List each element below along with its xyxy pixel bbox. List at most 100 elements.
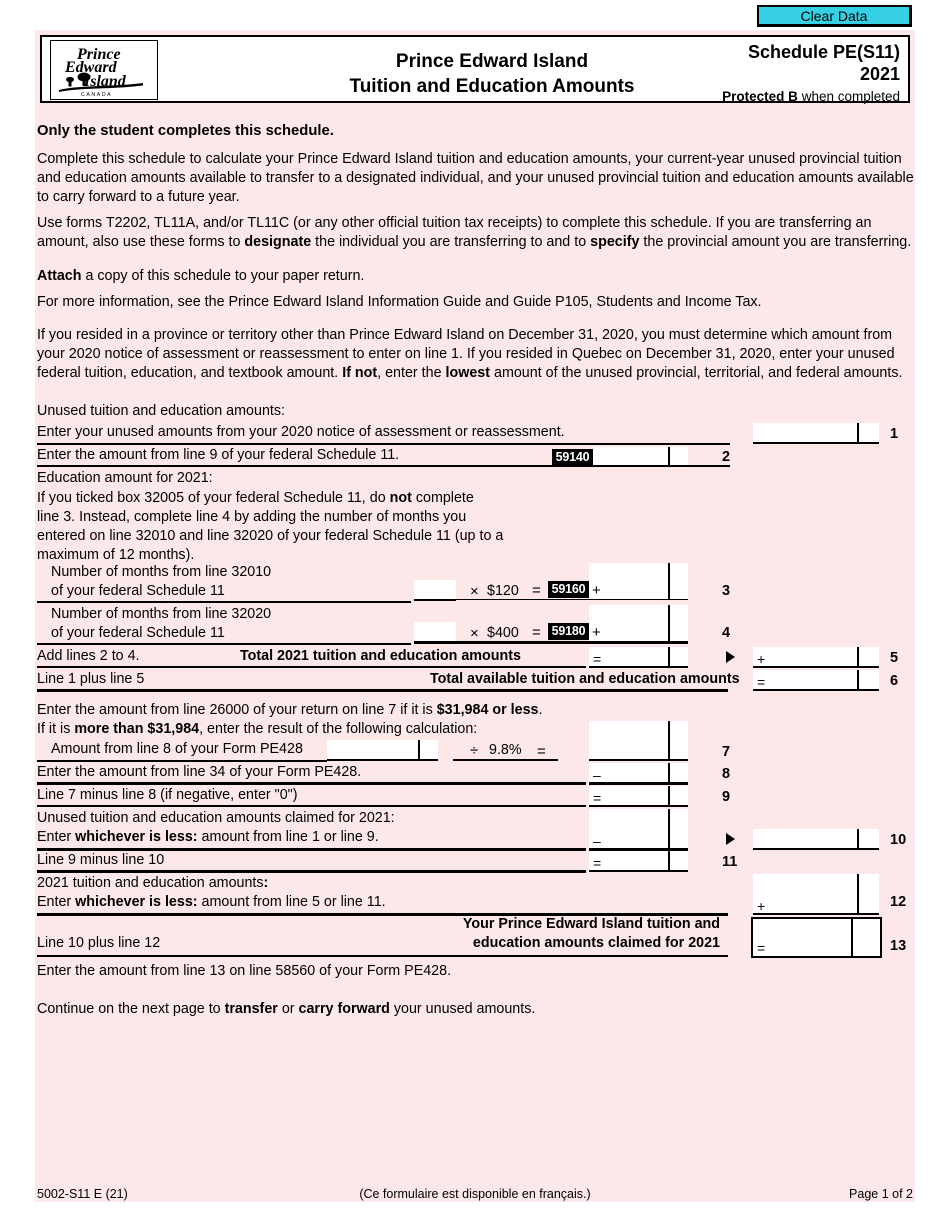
intro-p5-a: If you resided in a province or territor… (37, 327, 895, 381)
clear-data-button[interactable]: Clear Data (757, 5, 912, 27)
line-13-amount-input[interactable] (754, 920, 850, 955)
line-3-multiply-operator: × (470, 583, 479, 600)
line-11-amount-input[interactable] (589, 851, 688, 870)
line-7-divide-operator: ÷ (470, 742, 479, 759)
line-4-amount-input[interactable] (589, 605, 688, 641)
line-10-minus-operator: – (593, 833, 601, 849)
line-5-carry-cents-divider (857, 647, 859, 666)
line-7-threshold-less: $31,984 or less (436, 702, 539, 718)
line-12-plus-operator: + (757, 898, 766, 914)
line-2-amount-input[interactable] (593, 447, 688, 465)
line-4-label-rule (37, 643, 411, 645)
line-5-carry-input[interactable] (753, 647, 879, 666)
line-2-label: Enter the amount from line 9 of your fed… (37, 447, 400, 463)
line-5-carry-rule (753, 666, 879, 668)
line-6-label: Line 1 plus line 5 (37, 671, 145, 687)
line-6-cents-divider (857, 670, 859, 689)
line-13-title-part2: education amounts claimed for 2021 (472, 935, 720, 951)
line-11-field-rule (589, 870, 688, 872)
line-10-label-2c: amount from line 1 or line 9. (197, 829, 379, 845)
line-9-cents-divider (668, 786, 670, 805)
line-3-label-rule (37, 601, 411, 603)
line-2-rule (37, 465, 730, 467)
intro-p2-specify: specify (590, 234, 640, 250)
line-7-note-1: Enter the amount from line 26000 of your… (37, 701, 542, 720)
closing-transfer: transfer (224, 1001, 278, 1017)
line-4-field-code: 59180 (548, 623, 589, 640)
line-5-label: Add lines 2 to 4. (37, 648, 140, 664)
line-7-threshold-more: more than $31,984 (74, 721, 200, 737)
closing-note-1: Enter the amount from line 13 on line 58… (37, 963, 452, 979)
line-4-rule (414, 641, 688, 644)
education-note-line2: line 3. Instead, complete line 4 by addi… (37, 509, 467, 525)
intro-paragraph-3: Attach a copy of this schedule to your p… (37, 267, 917, 286)
carry-forward-arrow-icon (726, 651, 735, 663)
intro-heading: Only the student completes this schedule… (37, 123, 334, 139)
line-6-amount-input[interactable] (753, 670, 879, 689)
line-9-rule (37, 805, 586, 807)
line-5-plus-operator: + (757, 651, 766, 667)
form-id: 5002-S11 E (21) (37, 1187, 128, 1201)
page-title: Prince Edward Island Tuition and Educati… (292, 49, 692, 99)
line-7-equals-operator: = (537, 743, 546, 760)
line-7-calc-rule (453, 759, 558, 761)
line-7-note-1c: . (538, 702, 543, 718)
line-12-amount-input[interactable] (753, 874, 879, 913)
line-3-field-code-overlay: 59160 (548, 581, 589, 598)
line-10-amount-input[interactable] (589, 809, 688, 848)
line-12-label-part1: 2021 tuition and education amounts: (37, 874, 268, 893)
edu-note-1a: If you ticked box 32005 of your federal … (37, 490, 390, 506)
line-10-carry-arrow-icon (726, 833, 735, 845)
line-8-amount-input[interactable] (589, 763, 688, 782)
line-6-number: 6 (890, 673, 899, 689)
line-9-equals-operator: = (593, 790, 602, 806)
line-7-note-2a: If it is (37, 721, 75, 737)
line-4-plus-operator: + (592, 624, 601, 641)
closing-note-2: Continue on the next page to transfer or… (37, 1000, 535, 1019)
line-2-number: 2 (722, 449, 731, 465)
line-5-cents-divider (668, 647, 670, 666)
line-11-rule (37, 870, 586, 873)
line-3-rate: $120 (487, 583, 519, 599)
line-6-equals-operator: = (757, 674, 766, 690)
line-11-number: 11 (722, 854, 738, 870)
line-3-months-input[interactable] (414, 580, 456, 599)
line-12-label-1b: : (263, 875, 269, 891)
french-availability-note: (Ce formulaire est disponible en françai… (359, 1187, 591, 1201)
line-10-number: 10 (890, 832, 907, 848)
line-1-amount-input[interactable] (753, 423, 879, 442)
intro-p2-a: Use forms T2202, TL11A, and/or TL11C (or… (37, 215, 872, 250)
line-7-pe428-input[interactable] (327, 740, 438, 759)
line-2-cents-divider (668, 447, 670, 465)
closing-2c: or (277, 1001, 299, 1017)
line-8-cents-divider (668, 763, 670, 782)
closing-carry-forward: carry forward (298, 1001, 390, 1017)
line-7-amount-input[interactable] (589, 721, 688, 759)
line-4-rate: $400 (487, 625, 519, 641)
line-10-carry-rule (753, 848, 879, 850)
line-9-amount-input[interactable] (589, 786, 688, 805)
line-5-amount-input[interactable] (589, 647, 688, 666)
line-9-number: 9 (722, 789, 731, 805)
line-5-equals-operator: = (593, 651, 602, 667)
education-note-line1: If you ticked box 32005 of your federal … (37, 489, 474, 508)
intro-p3-b: a copy of this schedule to your paper re… (81, 268, 365, 284)
line-10-label-part2: Enter whichever is less: amount from lin… (37, 828, 379, 847)
line-3-amount-input[interactable] (589, 563, 688, 599)
line-4-months-input[interactable] (414, 622, 456, 641)
intro-paragraph-5: If you resided in a province or territor… (37, 326, 917, 383)
protected-b-suffix: when completed (797, 89, 900, 104)
intro-p5-e: amount of the unused provincial, territo… (490, 365, 903, 381)
form-sheet-background (35, 30, 915, 1202)
line-4-label-part2: of your federal Schedule 11 (51, 625, 225, 641)
line-11-equals-operator: = (593, 855, 602, 871)
education-amount-heading: Education amount for 2021: (37, 470, 213, 486)
line-7-note-2c: , enter the result of the following calc… (199, 721, 478, 737)
intro-paragraph-1: Complete this schedule to calculate your… (37, 151, 914, 205)
line-5-field-rule (589, 666, 688, 668)
line-1-cents-divider (857, 423, 859, 442)
line-13-title-part1: Your Prince Edward Island tuition and (462, 916, 720, 932)
line-13-equals-operator: = (757, 940, 766, 956)
line-10-carry-input[interactable] (753, 829, 879, 848)
form-header: Prince Edward Island CANADA Prince Edwar… (40, 35, 910, 104)
